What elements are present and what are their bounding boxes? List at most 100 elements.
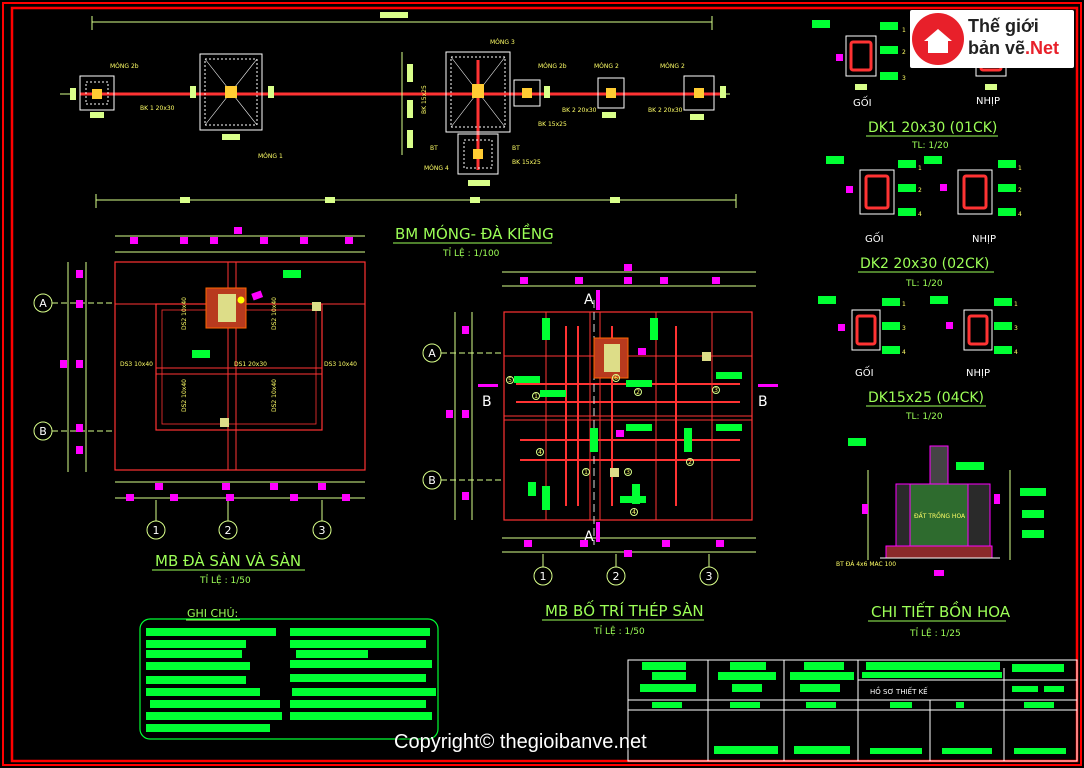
- dk2-mark-2: 2: [918, 187, 922, 194]
- rebar-mark-1: 5: [508, 377, 512, 384]
- dk1-mark-2: 2: [902, 49, 906, 56]
- rebar-mark-5: 3: [714, 387, 718, 394]
- dk3-mark-1: 1: [902, 301, 906, 308]
- dk1-mark-1: 1: [902, 27, 906, 34]
- slab-col-1: 1: [153, 524, 160, 537]
- house-icon: [912, 13, 964, 65]
- slab-beam-1: DS3 10x40: [120, 361, 153, 368]
- rebar-mark-4: 2: [636, 389, 640, 396]
- planter-title: CHI TIẾT BỒN HOA: [871, 600, 1011, 621]
- slab-plan-title: MB ĐÀ SÀN VÀ SÀN: [155, 551, 301, 570]
- rebar-mark-6: 4: [538, 449, 542, 456]
- fp-label-13: BK 15x25: [421, 85, 428, 114]
- planter-scale: TỈ LỆ : 1/25: [909, 627, 961, 639]
- fp-label-8: BK 1 20x30: [140, 105, 175, 112]
- dk3n-mark-1: 1: [1014, 301, 1018, 308]
- cut-a-top: A: [584, 292, 594, 308]
- fp-label-12: BK 15x25: [512, 159, 541, 166]
- cut-b-right: B: [758, 394, 768, 410]
- logo-suffix: .Net: [1025, 38, 1060, 58]
- slab-col-3: 3: [319, 524, 326, 537]
- fp-label-7: MÓNG 4: [424, 165, 449, 172]
- rebar-mark-3: 1: [534, 393, 538, 400]
- rebar-mark-9: 3: [626, 469, 630, 476]
- cut-a-bottom: A: [584, 529, 594, 545]
- slab-row-a: A: [39, 297, 47, 310]
- dk3-left-label: GỐI: [855, 365, 874, 379]
- rebar-col-2: 2: [613, 570, 620, 583]
- fp-label-10: BK 2 20x30: [648, 107, 683, 114]
- fp-label-1: MÓNG 2b: [110, 63, 139, 70]
- dk2n-mark-2: 2: [1018, 187, 1022, 194]
- rebar-col-1: 1: [540, 570, 547, 583]
- fp-label-11: BK 15x25: [538, 121, 567, 128]
- dk2-title: DK2 20x30 (02CK): [860, 256, 989, 272]
- sheet-inner-frame: [10, 6, 1079, 763]
- dk3-mark-4: 4: [902, 349, 906, 356]
- slab-beam-7: DS2 10x40: [271, 379, 278, 412]
- dk3-title: DK15x25 (04CK): [868, 390, 984, 406]
- planter-detail: ĐẤT TRỒNG HOA BT ĐÁ 4x6 MAC 100 CHI TIẾT…: [836, 438, 1046, 639]
- slab-beam-2: DS1 20x30: [234, 361, 267, 368]
- rebar-plan-title: MB BỐ TRÍ THÉP SÀN: [545, 599, 704, 620]
- dk3-right-label: NHỊP: [966, 368, 990, 379]
- dk2-right-label: NHỊP: [972, 234, 996, 245]
- title-block-project-label: HỒ SƠ THIẾT KẾ: [870, 686, 928, 696]
- fp-label-3: MÓNG 3: [490, 39, 515, 46]
- dk2-scale: TL: 1/20: [905, 279, 943, 289]
- slab-plan-scale: TỈ LỆ : 1/50: [199, 574, 251, 586]
- rebar-row-a: A: [428, 347, 436, 360]
- dk1-title: DK1 20x30 (01CK): [868, 120, 997, 136]
- cut-b-left: B: [482, 394, 492, 410]
- slab-col-2: 2: [225, 524, 232, 537]
- slab-row-b: B: [39, 425, 47, 438]
- dk3n-mark-3: 3: [1014, 325, 1018, 332]
- rebar-mark-10: 4: [632, 509, 636, 516]
- rebar-plan: 5 6 1 2 3 4 2 1 3 4 A A B B A B 1: [422, 271, 778, 637]
- rebar-col-3: 3: [706, 570, 713, 583]
- fp-label-14: BT: [430, 145, 438, 152]
- fp-label-6: MÓNG 2: [660, 63, 685, 70]
- rebar-plan-scale: TỈ LỆ : 1/50: [593, 625, 645, 637]
- dk1-scale: TL: 1/20: [911, 141, 949, 151]
- dk2-left-label: GỐI: [865, 231, 884, 245]
- rebar-mark-2: 6: [614, 375, 618, 382]
- fp-label-9: BK 2 20x30: [562, 107, 597, 114]
- slab-beam-5: DS2 10x40: [271, 297, 278, 330]
- dk1-mark-3: 3: [902, 75, 906, 82]
- logo-line1: Thế giới: [968, 16, 1039, 36]
- site-logo[interactable]: Thế giới bản vẽ.Net: [910, 10, 1074, 68]
- dk2n-mark-4: 4: [1018, 211, 1022, 218]
- foundation-plan-title: BM MÓNG- ĐÀ KIỀNG: [395, 222, 554, 243]
- planter-base-label: BT ĐÁ 4x6 MAC 100: [836, 561, 896, 568]
- slab-beam-6: DS2 10x40: [181, 379, 188, 412]
- fp-label-2: MÓNG 1: [258, 153, 283, 160]
- notes-box: GHI CHÚ:: [139, 607, 439, 740]
- dk3n-mark-4: 4: [1014, 349, 1018, 356]
- notes-title: GHI CHÚ:: [187, 607, 238, 620]
- slab-beam-3: DS3 10x40: [324, 361, 357, 368]
- slab-plan: DS3 10x40 DS1 20x30 DS3 10x40 DS2 10x40 …: [33, 235, 366, 586]
- dk1-left-label: GỐI: [853, 95, 872, 109]
- dk2-mark-4: 4: [918, 211, 922, 218]
- title-block: HỒ SƠ THIẾT KẾ: [627, 659, 1078, 762]
- beam-sections: GỐI NHỊP DK1 20x30 (01CK) TL: 1/20 GỐI N…: [812, 20, 1022, 422]
- copyright-watermark: Copyright© thegioibanve.net: [394, 731, 647, 753]
- dk2-mark-1: 1: [918, 165, 922, 172]
- rebar-row-b: B: [428, 474, 436, 487]
- magenta-markers: [60, 227, 724, 557]
- rebar-mark-8: 1: [584, 469, 588, 476]
- fp-label-4: MÓNG 2b: [538, 63, 567, 70]
- planter-soil-label: ĐẤT TRỒNG HOA: [914, 511, 966, 520]
- slab-beam-4: DS2 10x40: [181, 297, 188, 330]
- foundation-plan: MÓNG 2b MÓNG 1 MÓNG 3 MÓNG 2b MÓNG 2 MÓN…: [60, 12, 737, 259]
- rebar-mark-7: 2: [688, 459, 692, 466]
- dk3-mark-3: 3: [902, 325, 906, 332]
- fp-label-5: MÓNG 2: [594, 63, 619, 70]
- fp-label-15: BT: [512, 145, 520, 152]
- dk1-right-label: NHỊP: [976, 96, 1000, 107]
- dk2n-mark-1: 1: [1018, 165, 1022, 172]
- foundation-plan-scale: TỈ LỆ : 1/100: [442, 247, 500, 259]
